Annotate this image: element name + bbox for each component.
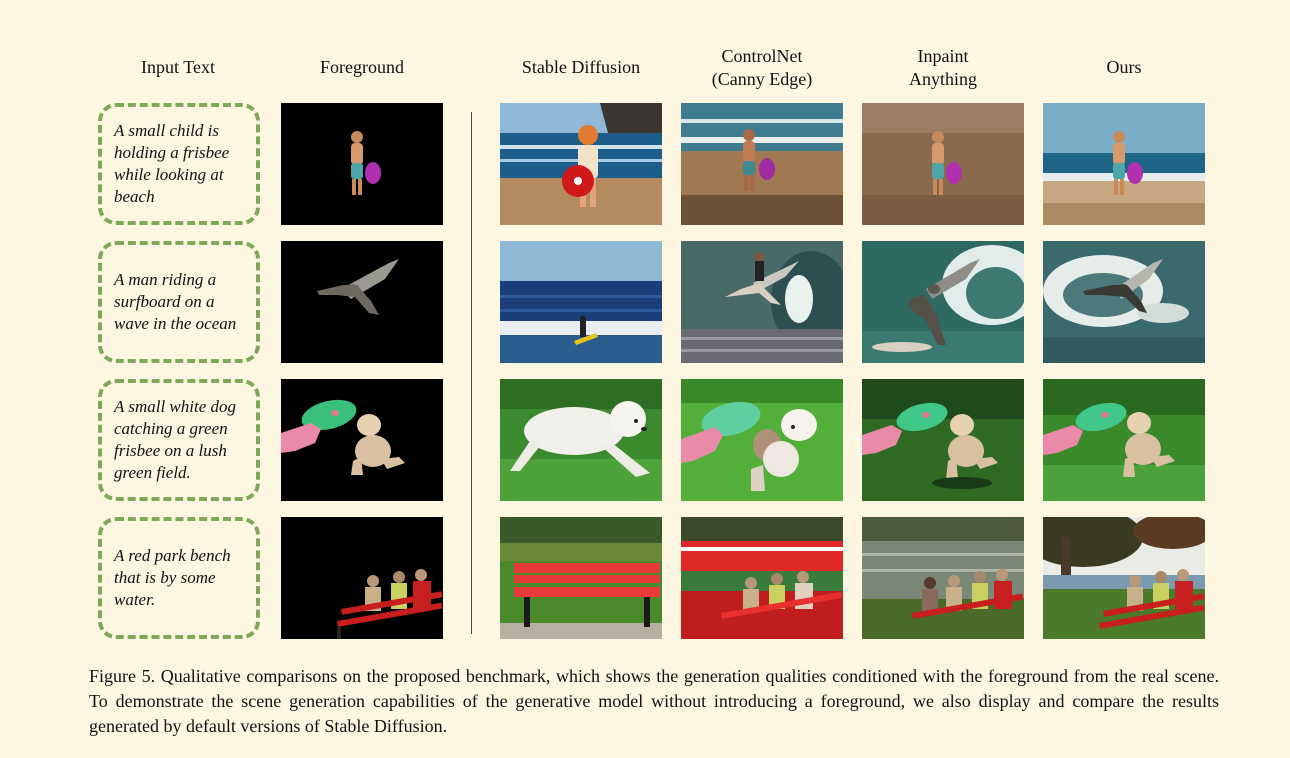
- prompt-line: frisbee on a lush: [114, 441, 227, 460]
- prompt-line: green field.: [114, 463, 191, 482]
- prompt-box-row1: A small child is holding a frisbee while…: [98, 103, 260, 225]
- header-controlnet-line1: ControlNet: [721, 46, 803, 66]
- prompt-line: A man riding a: [114, 270, 217, 289]
- header-input-text-label: Input Text: [141, 57, 215, 77]
- image-row4-foreground: [281, 517, 443, 639]
- image-row2-stable-diffusion: [500, 241, 662, 363]
- prompt-line: that is by some: [114, 568, 216, 587]
- figure-caption: Figure 5. Qualitative comparisons on the…: [89, 666, 1219, 736]
- prompt-line: surfboard on a: [114, 292, 215, 311]
- prompt-line: A small child is: [114, 121, 219, 140]
- header-input-text: Input Text: [118, 56, 238, 79]
- header-stable-diffusion: Stable Diffusion: [500, 56, 662, 79]
- image-row1-ours: [1043, 103, 1205, 225]
- header-ours-label: Ours: [1106, 57, 1142, 77]
- prompt-box-row4: A red park bench that is by some water.: [98, 517, 260, 639]
- image-row4-ours: [1043, 517, 1205, 639]
- image-row4-inpaint-anything: [862, 517, 1024, 639]
- image-row2-ours: [1043, 241, 1205, 363]
- image-row1-foreground: [281, 103, 443, 225]
- prompt-line: A red park bench: [114, 546, 231, 565]
- header-foreground: Foreground: [300, 56, 424, 79]
- header-inpaint-anything: Inpaint Anything: [862, 45, 1024, 91]
- header-inpaint-line2: Anything: [908, 69, 977, 89]
- image-row2-inpaint-anything: [862, 241, 1024, 363]
- prompt-text-row3: A small white dog catching a green frisb…: [114, 396, 236, 484]
- prompt-line: A small white dog: [114, 397, 236, 416]
- header-foreground-label: Foreground: [320, 57, 404, 77]
- image-row4-controlnet: [681, 517, 843, 639]
- image-row1-inpaint-anything: [862, 103, 1024, 225]
- header-ours: Ours: [1043, 56, 1205, 79]
- image-row1-stable-diffusion: [500, 103, 662, 225]
- prompt-box-row3: A small white dog catching a green frisb…: [98, 379, 260, 501]
- image-row3-inpaint-anything: [862, 379, 1024, 501]
- header-stable-diffusion-label: Stable Diffusion: [521, 57, 641, 77]
- header-inpaint-line1: Inpaint: [917, 46, 969, 66]
- prompt-text-row4: A red park bench that is by some water.: [114, 545, 231, 611]
- prompt-text-row2: A man riding a surfboard on a wave in th…: [114, 269, 236, 335]
- image-row3-controlnet: [681, 379, 843, 501]
- prompt-line: while looking at: [114, 165, 224, 184]
- image-row2-controlnet: [681, 241, 843, 363]
- image-row1-controlnet: [681, 103, 843, 225]
- prompt-box-row2: A man riding a surfboard on a wave in th…: [98, 241, 260, 363]
- prompt-line: holding a frisbee: [114, 143, 230, 162]
- prompt-line: water.: [114, 590, 156, 609]
- prompt-line: wave in the ocean: [114, 314, 237, 333]
- image-row4-stable-diffusion: [500, 517, 662, 639]
- image-row2-foreground: [281, 241, 443, 363]
- prompt-line: beach: [114, 187, 155, 206]
- column-divider: [471, 112, 472, 634]
- image-row3-ours: [1043, 379, 1205, 501]
- header-controlnet-line2: (Canny Edge): [711, 69, 813, 89]
- prompt-line: catching a green: [114, 419, 228, 438]
- prompt-text-row1: A small child is holding a frisbee while…: [114, 120, 229, 208]
- header-controlnet: ControlNet (Canny Edge): [681, 45, 843, 91]
- image-row3-stable-diffusion: [500, 379, 662, 501]
- image-row3-foreground: [281, 379, 443, 501]
